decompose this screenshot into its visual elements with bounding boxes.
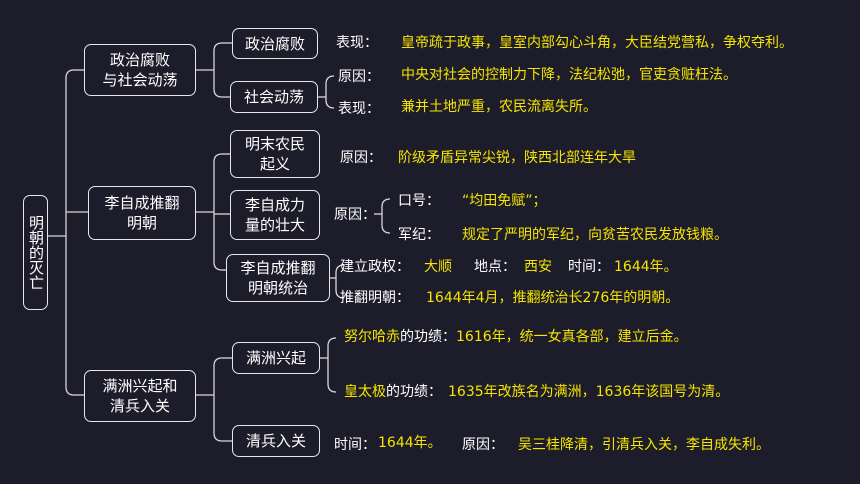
label-cause: 原因：	[338, 69, 380, 85]
node-manchu-rise: 满洲兴起	[232, 342, 320, 374]
label-time: 时间：	[334, 437, 376, 453]
node-peasant-uprising: 明末农民 起义	[230, 130, 320, 178]
text-overthrow: 1644年4月，推翻统治长276年的明朝。	[426, 290, 680, 306]
node-overthrow-ming: 李自成推翻 明朝统治	[226, 254, 330, 302]
node-li-zicheng-growth: 李自成力 量的壮大	[230, 190, 320, 240]
node-label: 满洲兴起	[245, 349, 306, 367]
text-political-manifestation: 皇帝疏于政事，皇室内部勾心斗角，大臣结党营私，争权夺利。	[401, 35, 793, 51]
text-location: 西安	[524, 259, 552, 275]
label-achievement: 的功绩：	[400, 329, 456, 345]
text-slogan: “均田免赋”；	[462, 193, 547, 209]
name-nurhaci: 努尔哈赤	[344, 329, 400, 345]
label-cause: 原因：	[334, 207, 376, 223]
label-time: 时间：	[568, 259, 610, 275]
branch-manchu-rise: 满洲兴起和 清兵入关	[84, 370, 196, 422]
branch-li-zicheng: 李自成推翻 明朝	[88, 186, 196, 240]
text-nurhaci-achievement: 1616年，统一女真各部，建立后金。	[456, 329, 688, 345]
node-label: 明末农民 起义	[244, 135, 305, 173]
text-huangtaiji-achievement: 1635年改族名为满洲，1636年该国号为清。	[448, 384, 730, 400]
text-enter-time: 1644年。	[378, 435, 442, 451]
node-social-unrest: 社会动荡	[230, 81, 318, 113]
text-social-cause: 中央对社会的控制力下降，法纪松弛，官吏贪赃枉法。	[401, 67, 737, 83]
text-huangtaiji-line: 皇太极的功绩： 1635年改族名为满洲，1636年该国号为清。	[344, 383, 729, 401]
label-cause: 原因：	[462, 437, 504, 453]
branch-label: 政治腐败 与社会动荡	[102, 51, 178, 89]
text-enter-cause: 吴三桂降清，引清兵入关，李自成失利。	[518, 437, 770, 453]
branch-label: 李自成推翻 明朝	[104, 194, 180, 232]
node-label: 清兵入关	[245, 432, 306, 450]
node-political-corruption: 政治腐败	[232, 28, 318, 59]
label-manifestation: 表现：	[338, 101, 380, 117]
node-label: 李自成推翻 明朝统治	[240, 259, 316, 297]
text-nurhaci-line: 努尔哈赤的功绩：1616年，统一女真各部，建立后金。	[344, 328, 688, 346]
label-slogan: 口号：	[398, 193, 440, 209]
label-location: 地点：	[474, 259, 516, 275]
label-establish-regime: 建立政权：	[340, 259, 410, 275]
label-cause: 原因：	[340, 150, 382, 166]
text-uprising-cause: 阶级矛盾异常尖锐，陕西北部连年大旱	[398, 150, 636, 166]
name-huangtaiji: 皇太极	[344, 384, 386, 400]
branch-politics-society: 政治腐败 与社会动荡	[84, 44, 196, 96]
text-regime-name: 大顺	[424, 259, 452, 275]
label-manifestation: 表现：	[336, 35, 378, 51]
node-label: 李自成力 量的壮大	[244, 196, 305, 234]
text-time: 1644年。	[614, 259, 678, 275]
label-discipline: 军纪：	[398, 227, 440, 243]
root-node: 明朝的灭亡	[23, 195, 48, 310]
text-social-manifestation: 兼并土地严重，农民流离失所。	[401, 99, 597, 115]
text-discipline: 规定了严明的军纪，向贫苦农民发放钱粮。	[462, 227, 728, 243]
node-label: 政治腐败	[244, 34, 305, 53]
label-overthrow: 推翻明朝：	[340, 290, 410, 306]
node-label: 社会动荡	[243, 88, 304, 106]
label-achievement: 的功绩：	[386, 384, 442, 400]
root-label: 明朝的灭亡	[27, 215, 45, 290]
branch-label: 满洲兴起和 清兵入关	[102, 377, 178, 415]
node-qing-enter-pass: 清兵入关	[232, 425, 320, 457]
